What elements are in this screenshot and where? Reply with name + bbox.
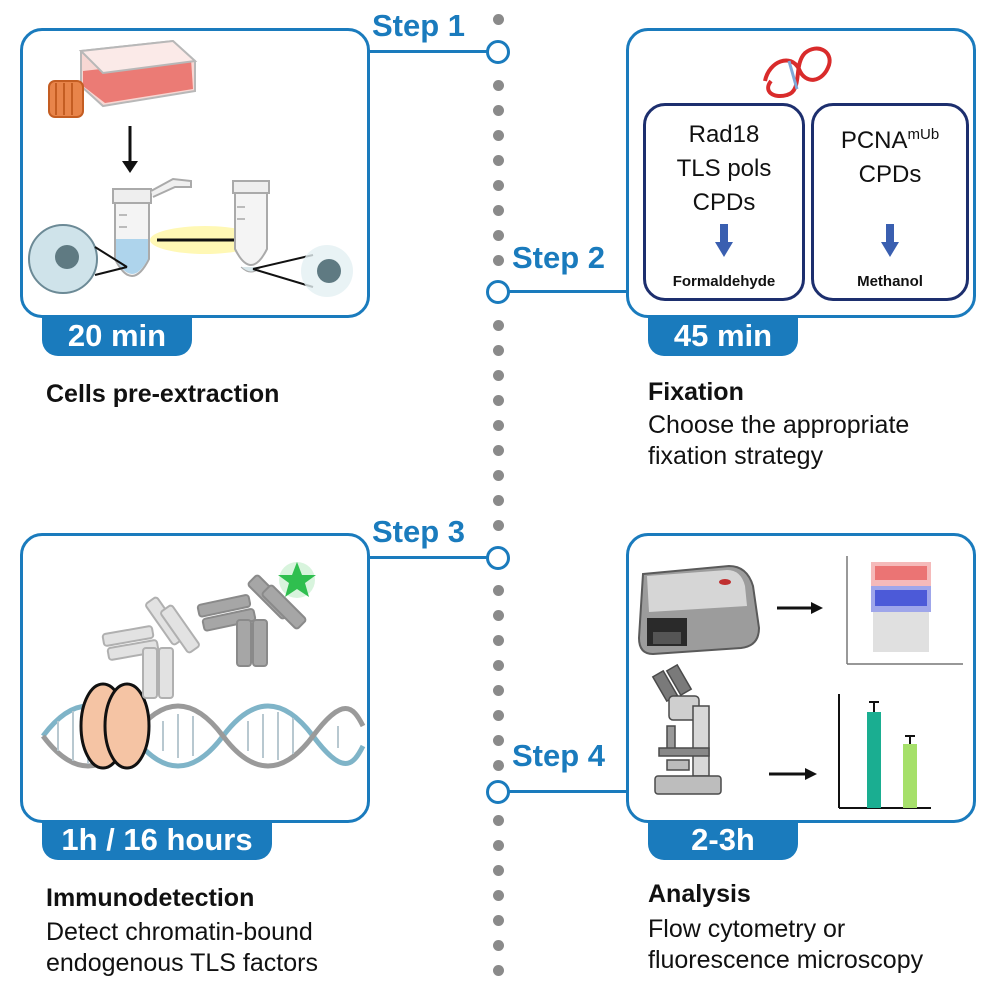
step-4-panel bbox=[626, 533, 976, 823]
step-3-node bbox=[486, 546, 510, 570]
step-2-node bbox=[486, 280, 510, 304]
description-line: fixation strategy bbox=[648, 442, 824, 470]
timeline-dot bbox=[493, 80, 504, 91]
dna-squiggle-icon bbox=[763, 46, 832, 98]
step-3-connector bbox=[367, 556, 487, 559]
right-arrow-icon bbox=[769, 768, 817, 780]
timeline-dot bbox=[493, 105, 504, 116]
reagent-label: Methanol bbox=[857, 273, 923, 290]
step-4-node bbox=[486, 780, 510, 804]
antibody-icon bbox=[196, 574, 307, 667]
timeline-dot bbox=[493, 940, 504, 951]
step-1-label: Step 1 bbox=[372, 8, 466, 43]
timeline-dot bbox=[493, 180, 504, 191]
timeline-dot bbox=[493, 890, 504, 901]
pre-extraction-illustration bbox=[28, 39, 353, 297]
analysis-illustration bbox=[637, 556, 963, 809]
target-label: TLS pols bbox=[676, 155, 772, 182]
down-arrow-icon bbox=[881, 224, 899, 257]
timeline-dot bbox=[493, 230, 504, 241]
timeline-dot bbox=[493, 815, 504, 826]
step-4-description: Flow cytometry or fluorescence microscop… bbox=[648, 914, 923, 976]
step-1-title: Cells pre-extraction bbox=[46, 380, 280, 408]
step-3-panel bbox=[20, 533, 370, 823]
step-3-time: 1h / 16 hours bbox=[42, 820, 272, 860]
timeline-dot bbox=[493, 495, 504, 506]
timeline-dot bbox=[493, 915, 504, 926]
immunodetection-illustration bbox=[41, 562, 366, 770]
description-line: Flow cytometry or bbox=[648, 915, 846, 943]
flow-cytometer-icon bbox=[637, 564, 761, 656]
step-3-description: Detect chromatin-bound endogenous TLS fa… bbox=[46, 917, 318, 979]
down-arrow-icon bbox=[715, 224, 733, 257]
timeline-dot bbox=[493, 610, 504, 621]
timeline-dot bbox=[493, 660, 504, 671]
step-2-description: Choose the appropriate fixation strategy bbox=[648, 410, 909, 472]
timeline-dot bbox=[493, 320, 504, 331]
tube-icon bbox=[112, 177, 192, 277]
description-line: Detect chromatin-bound bbox=[46, 918, 313, 946]
timeline-dot bbox=[493, 710, 504, 721]
target-label: CPDs bbox=[692, 189, 756, 216]
timeline-dot bbox=[493, 445, 504, 456]
formaldehyde-strategy-box: Rad18 TLS pols CPDs Formaldehyde bbox=[643, 103, 805, 301]
timeline-dot bbox=[493, 520, 504, 531]
step-3-title: Immunodetection bbox=[46, 884, 255, 912]
timeline-dot bbox=[493, 735, 504, 746]
step-3-label: Step 3 bbox=[372, 514, 466, 549]
right-arrow-icon bbox=[777, 602, 823, 614]
description-line: fluorescence microscopy bbox=[648, 946, 924, 974]
nucleus-icon bbox=[252, 245, 353, 297]
timeline-dot bbox=[493, 370, 504, 381]
timeline-dot bbox=[493, 585, 504, 596]
timeline-dot bbox=[493, 635, 504, 646]
timeline-dot bbox=[493, 255, 504, 266]
description-line: Choose the appropriate bbox=[648, 411, 910, 439]
culture-flask-icon bbox=[48, 39, 198, 118]
step-1-connector bbox=[367, 50, 487, 53]
tube-icon bbox=[232, 180, 270, 273]
step-4-time: 2-3h bbox=[648, 820, 798, 860]
timeline-dot bbox=[493, 205, 504, 216]
step-2-time: 45 min bbox=[648, 316, 798, 356]
reagent-label: Formaldehyde bbox=[672, 273, 776, 290]
step-4-title: Analysis bbox=[648, 880, 751, 908]
timeline-dot bbox=[493, 760, 504, 771]
nucleus-icon bbox=[28, 224, 128, 294]
timeline-dot bbox=[493, 685, 504, 696]
microscope-icon bbox=[651, 663, 722, 795]
timeline-dot bbox=[493, 345, 504, 356]
target-label: Rad18 bbox=[688, 121, 760, 148]
scatter-plot-icon bbox=[846, 556, 963, 665]
timeline-dot bbox=[493, 155, 504, 166]
antibody-icon bbox=[101, 596, 200, 699]
timeline-dot bbox=[493, 395, 504, 406]
step-2-panel: Rad18 TLS pols CPDs Formaldehyde PCNAmUb… bbox=[626, 28, 976, 318]
step-4-connector bbox=[509, 790, 627, 793]
step-1-time: 20 min bbox=[42, 316, 192, 356]
step-1-panel bbox=[20, 28, 370, 318]
target-label-base: PCNA bbox=[840, 127, 908, 154]
timeline-dot bbox=[493, 865, 504, 876]
bar-chart-icon bbox=[838, 694, 931, 809]
target-label-superscript: mUb bbox=[907, 126, 940, 143]
timeline-dot bbox=[493, 14, 504, 25]
step-2-label: Step 2 bbox=[512, 240, 606, 275]
timeline-dot bbox=[493, 420, 504, 431]
timeline-dot bbox=[493, 840, 504, 851]
methanol-strategy-box: PCNAmUb CPDs Methanol bbox=[811, 103, 969, 301]
step-2-connector bbox=[509, 290, 627, 293]
timeline-dot bbox=[493, 130, 504, 141]
down-arrow-icon bbox=[122, 126, 138, 173]
fluorescent-star-icon bbox=[278, 562, 316, 598]
protein-icon bbox=[79, 682, 151, 770]
timeline-dot bbox=[493, 965, 504, 976]
timeline-dot bbox=[493, 470, 504, 481]
step-1-node bbox=[486, 40, 510, 64]
step-4-label: Step 4 bbox=[512, 738, 606, 773]
step-2-title: Fixation bbox=[648, 378, 744, 406]
description-line: endogenous TLS factors bbox=[46, 949, 318, 977]
target-label: CPDs bbox=[858, 161, 922, 188]
target-label: PCNAmUb bbox=[814, 118, 966, 158]
